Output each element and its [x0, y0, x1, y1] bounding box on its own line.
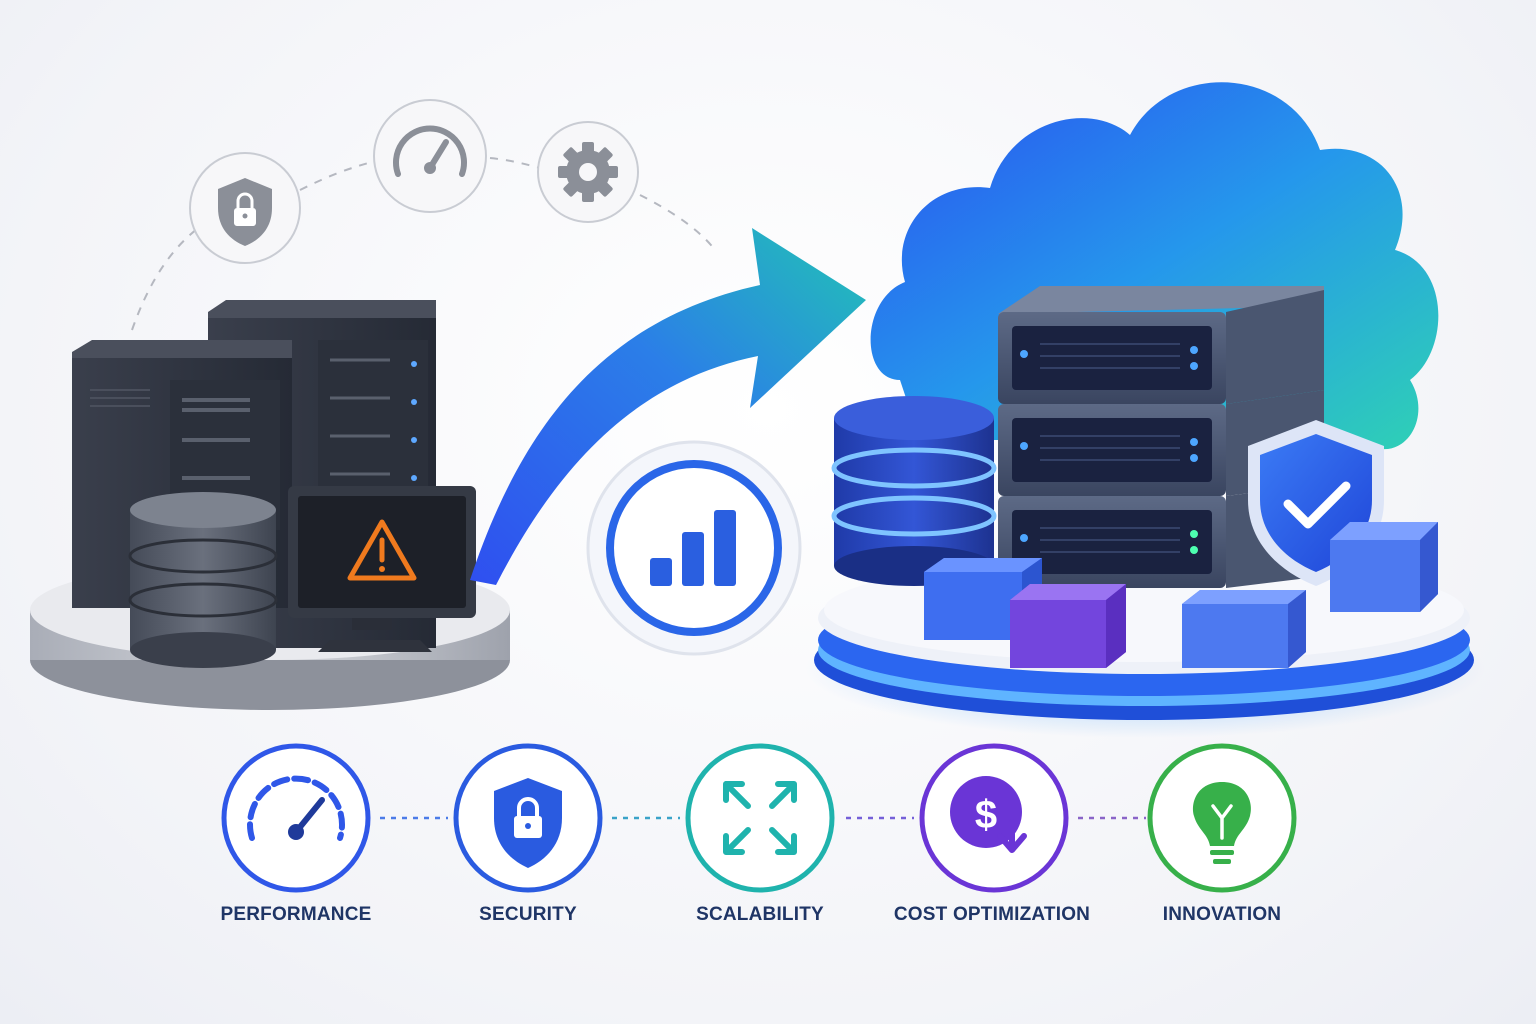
speedometer-icon [247, 775, 345, 841]
security-label: SECURITY [479, 904, 577, 925]
innovation-label: INNOVATION [1162, 904, 1282, 925]
data-cubes [924, 522, 1438, 668]
cloud-database [831, 396, 997, 586]
expand-arrows-icon [723, 781, 797, 855]
gear-icon [537, 121, 639, 223]
benefit-cost-optimization: $ [919, 743, 1069, 893]
speedometer-icon [373, 99, 487, 213]
benefit-performance [221, 743, 371, 893]
benefit-innovation [1147, 743, 1297, 893]
shield-lock-icon [494, 778, 562, 868]
dashed-connector [131, 157, 716, 331]
benefit-security [453, 743, 603, 893]
migration-arrow-icon [470, 228, 866, 585]
benefit-scalability [685, 743, 835, 893]
dollar-down-icon: $ [950, 776, 1027, 853]
legacy-database [128, 492, 278, 668]
svg-text:$: $ [975, 793, 997, 837]
bar-chart-icon [586, 440, 802, 656]
cost-optimization-label: COST OPTIMIZATION [893, 904, 1091, 925]
scalability-label: SCALABILITY [696, 904, 824, 925]
warning-triangle-icon [347, 519, 417, 581]
performance-label: PERFORMANCE [220, 904, 372, 925]
lightbulb-icon [1193, 782, 1251, 864]
shield-lock-icon [189, 152, 301, 264]
